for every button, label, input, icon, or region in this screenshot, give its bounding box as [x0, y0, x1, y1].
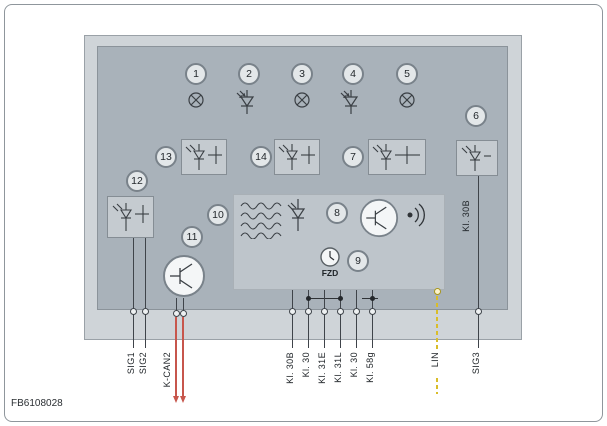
terminal-pin — [173, 310, 180, 317]
lamp-icon — [398, 91, 416, 109]
terminal-label-sig2: SIG2 — [138, 352, 148, 375]
junction-dot — [370, 296, 375, 301]
wire-kl30-first — [308, 290, 309, 348]
callout-13: 13 — [155, 146, 177, 168]
callout-10: 10 — [207, 204, 229, 226]
component-box-13 — [181, 139, 227, 175]
callout-9: 9 — [347, 250, 369, 272]
photo-sensor-icon — [111, 200, 151, 234]
wire-sig1 — [133, 238, 134, 348]
lamp-icon — [187, 91, 205, 109]
arrow-down-icon — [180, 396, 186, 403]
transistor-icon — [359, 198, 399, 238]
wire-sig3 — [478, 176, 479, 348]
wire-kl31e — [324, 290, 325, 348]
callout-3: 3 — [291, 63, 313, 85]
side-terminal-label-kl30b: Kl. 30B — [461, 200, 471, 232]
wire-kcan2-b — [182, 317, 184, 397]
wire-kl30b — [292, 290, 293, 348]
terminal-label-kl58g: Kl. 58g — [365, 352, 375, 383]
component-box-7 — [368, 139, 426, 175]
wire-kl30-second — [356, 290, 357, 348]
wire-lin — [436, 296, 438, 350]
callout-7: 7 — [342, 146, 364, 168]
terminal-label-sig3: SIG3 — [471, 352, 481, 375]
wire-kcan2-lead — [176, 298, 177, 310]
terminal-label-kl30-first: Kl. 30 — [301, 352, 311, 378]
terminal-label-kl31e: Kl. 31E — [317, 352, 327, 384]
callout-6: 6 — [465, 105, 487, 127]
wire-kcan2-a — [175, 317, 177, 397]
lamp-icon — [293, 91, 311, 109]
junction-dot — [338, 296, 343, 301]
coil-icon — [239, 199, 289, 239]
led-icon — [236, 90, 258, 116]
terminal-pin — [321, 308, 328, 315]
component-box-14 — [274, 139, 320, 175]
terminal-pin — [305, 308, 312, 315]
led-icon — [340, 90, 362, 116]
terminal-pin — [130, 308, 137, 315]
wire-lin — [436, 378, 438, 394]
terminal-pin — [289, 308, 296, 315]
wire-sig2 — [145, 238, 146, 348]
callout-8: 8 — [326, 202, 348, 224]
junction-dot — [306, 296, 311, 301]
photo-sensor-icon — [371, 142, 423, 172]
arrow-down-icon — [173, 396, 179, 403]
terminal-pin — [337, 308, 344, 315]
terminal-pin — [475, 308, 482, 315]
component-box-12 — [107, 196, 154, 238]
callout-2: 2 — [238, 63, 260, 85]
wire-kl31l — [340, 290, 341, 348]
terminal-pin — [142, 308, 149, 315]
terminal-pin-lin — [434, 288, 441, 295]
terminal-label-sig1: SIG1 — [126, 352, 136, 375]
callout-12: 12 — [126, 170, 148, 192]
wire-kl58g — [372, 290, 373, 348]
figure-id-label: FB6108028 — [11, 398, 63, 409]
terminal-label-kl31l: Kl. 31L — [333, 352, 343, 383]
photo-sensor-icon — [184, 142, 224, 172]
wire-kcan2-lead — [183, 298, 184, 310]
fzd-label: FZD — [321, 268, 339, 278]
component-box-6 — [456, 140, 498, 176]
callout-11: 11 — [181, 226, 203, 248]
terminal-pin — [180, 310, 187, 317]
terminal-label-kl30-second: Kl. 30 — [349, 352, 359, 378]
terminal-label-lin: LIN — [430, 352, 440, 368]
speaker-icon — [402, 201, 432, 229]
clock-icon — [319, 246, 341, 268]
photo-sensor-icon — [277, 142, 317, 172]
page-border — [4, 4, 603, 422]
callout-5: 5 — [396, 63, 418, 85]
callout-4: 4 — [342, 63, 364, 85]
transistor-icon — [162, 254, 206, 298]
terminal-pin — [369, 308, 376, 315]
terminal-label-kl30b: Kl. 30B — [285, 352, 295, 384]
callout-1: 1 — [185, 63, 207, 85]
led-icon — [287, 199, 309, 233]
photo-sensor-icon — [460, 143, 494, 173]
terminal-pin — [353, 308, 360, 315]
callout-14: 14 — [250, 146, 272, 168]
terminal-label-kcan2: K-CAN2 — [162, 352, 172, 388]
